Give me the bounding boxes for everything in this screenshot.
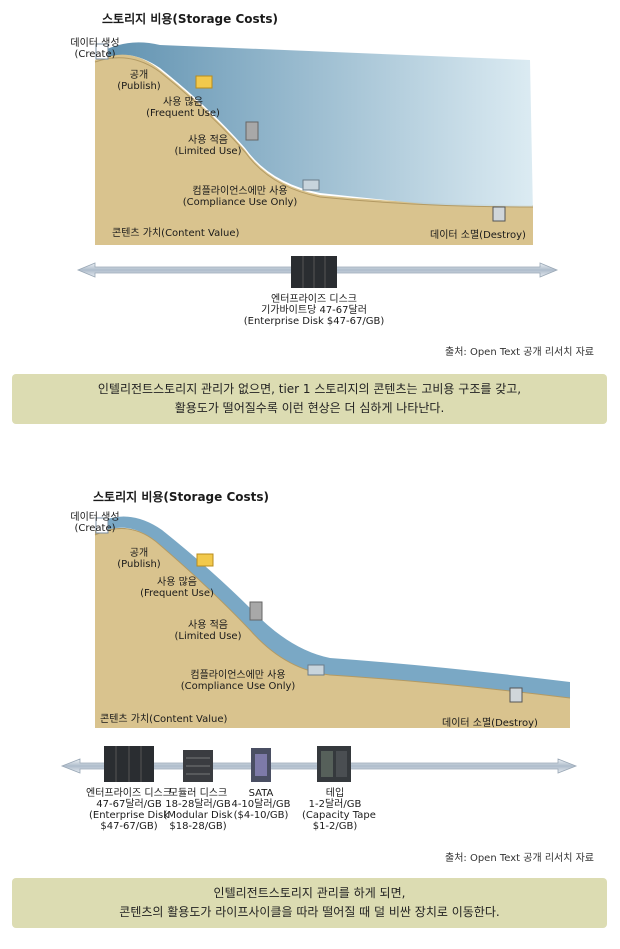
bottom-terrain-graphic — [60, 516, 578, 782]
stage-compliance-ko: 컴플라이언스에만 사용 — [192, 186, 288, 197]
device-line-3: ($4-10/GB) — [233, 810, 289, 821]
scale-icon — [302, 179, 320, 191]
stage-limited-en: (Limited Use) — [174, 631, 242, 642]
stage-compliance-ko: 컴플라이언스에만 사용 — [190, 670, 286, 681]
stage-publish-en: (Publish) — [117, 559, 161, 570]
stage-publish: 공개 (Publish) — [104, 70, 174, 92]
top-title: 스토리지 비용(Storage Costs) — [102, 12, 279, 26]
folder-icon — [195, 75, 213, 89]
stage-frequent-en: (Frequent Use) — [146, 108, 220, 119]
device-line-1: 모듈러 디스크 — [168, 788, 228, 799]
stage-publish-ko: 공개 — [129, 70, 149, 81]
stage-limited-en: (Limited Use) — [174, 146, 242, 157]
stage-frequent-ko: 사용 많음 — [157, 577, 197, 588]
device-line-1: 엔터프라이즈 디스크 — [271, 294, 357, 305]
top-source: 출처: Open Text 공개 리서치 자료 — [445, 347, 594, 358]
device-line-4: $47-67/GB) — [100, 821, 158, 832]
sata-label: SATA 4-10달러/GB ($4-10/GB) — [230, 788, 292, 821]
top-caption-line-2: 활용도가 떨어질수록 이런 현상은 더 심하게 나타난다. — [174, 401, 445, 415]
device-line-1: SATA — [248, 788, 274, 799]
document-icon — [95, 517, 109, 534]
stage-limited: 사용 적음 (Limited Use) — [168, 620, 248, 642]
tape-label: 테입 1-2달러/GB (Capacity Tape $1-2/GB) — [302, 788, 376, 832]
device-line-4: $18-28/GB) — [169, 821, 227, 832]
top-terrain-graphic — [76, 42, 559, 288]
stage-compliance-en: (Compliance Use Only) — [182, 197, 298, 208]
enterprise-disk-icon — [291, 256, 337, 288]
tape-library-icon — [317, 746, 351, 782]
document-icon — [95, 43, 109, 60]
device-line-1: 엔터프라이즈 디스크 — [86, 788, 172, 799]
bottom-diagram: 스토리지 비용(Storage Costs) 데이터 생성 (Create) 공… — [0, 470, 620, 949]
stage-create-ko: 데이터 생성 — [70, 38, 120, 49]
stage-create-ko: 데이터 생성 — [70, 512, 120, 523]
stage-limited-ko: 사용 적음 — [188, 135, 228, 146]
device-line-2: 47-67달러/GB — [96, 799, 162, 810]
stage-create: 데이터 생성 (Create) — [60, 38, 130, 60]
device-line-1: 테입 — [325, 788, 345, 799]
stage-frequent-ko: 사용 많음 — [163, 97, 203, 108]
bottom-caption: 인텔리전트스토리지 관리를 하게 되면, 콘텐츠의 활용도가 라이프사이클을 따… — [12, 878, 607, 928]
content-value-label: 콘텐츠 가치(Content Value) — [100, 714, 228, 725]
terrain-body — [95, 528, 570, 728]
bottom-title: 스토리지 비용(Storage Costs) — [93, 490, 270, 504]
content-value-label: 콘텐츠 가치(Content Value) — [112, 228, 240, 239]
filing-cabinet-icon — [249, 601, 263, 621]
stage-create-en: (Create) — [74, 49, 116, 60]
bottom-source: 출처: Open Text 공개 리서치 자료 — [445, 853, 594, 864]
device-line-3: (Capacity Tape — [302, 810, 376, 821]
modular-disk-label: 모듈러 디스크 18-28달러/GB (Modular Disk $18-28/… — [163, 788, 233, 832]
stage-limited: 사용 적음 (Limited Use) — [168, 135, 248, 157]
enterprise-disk-label: 엔터프라이즈 디스크 기가바이트당 47-67달러 (Enterprise Di… — [214, 294, 414, 327]
stage-compliance: 컴플라이언스에만 사용 (Compliance Use Only) — [170, 186, 310, 208]
stage-compliance-en: (Compliance Use Only) — [180, 681, 296, 692]
cost-layer — [100, 516, 570, 698]
device-line-4: $1-2/GB) — [312, 821, 358, 832]
bottom-caption-line-2: 콘텐츠의 활용도가 라이프사이클을 따라 떨어질 때 덜 비싼 장치로 이동한다… — [119, 905, 500, 919]
enterprise-disk-icon — [104, 746, 154, 782]
stage-publish: 공개 (Publish) — [104, 548, 174, 570]
filing-cabinet-icon — [245, 121, 259, 141]
stage-publish-ko: 공개 — [129, 548, 149, 559]
stage-publish-en: (Publish) — [117, 81, 161, 92]
device-line-2: 1-2달러/GB — [308, 799, 362, 810]
stage-create-en: (Create) — [74, 523, 116, 534]
device-line-2: 기가바이트당 47-67달러 — [261, 305, 367, 316]
stage-create: 데이터 생성 (Create) — [60, 512, 130, 534]
bottom-caption-line-1: 인텔리전트스토리지 관리를 하게 되면, — [213, 886, 406, 900]
top-caption: 인텔리전트스토리지 관리가 없으면, tier 1 스토리지의 콘텐츠는 고비용… — [12, 374, 607, 424]
destroy-label: 데이터 소멸(Destroy) — [442, 718, 538, 729]
stage-compliance: 컴플라이언스에만 사용 (Compliance Use Only) — [168, 670, 308, 692]
modular-disk-icon — [183, 750, 213, 782]
scale-icon — [307, 664, 325, 676]
top-diagram: 스토리지 비용(Storage Costs) 데이터 생성 (Create) 공… — [0, 0, 620, 440]
stage-limited-ko: 사용 적음 — [188, 620, 228, 631]
device-line-2: 4-10달러/GB — [231, 799, 291, 810]
stage-frequent-en: (Frequent Use) — [140, 588, 214, 599]
stage-frequent: 사용 많음 (Frequent Use) — [138, 97, 228, 119]
trash-can-icon — [492, 206, 506, 222]
trash-can-icon — [509, 687, 523, 703]
folder-icon — [196, 553, 214, 567]
enterprise-disk-label: 엔터프라이즈 디스크 47-67달러/GB (Enterprise Disk $… — [79, 788, 179, 832]
device-line-3: (Modular Disk — [163, 810, 233, 821]
top-caption-line-1: 인텔리전트스토리지 관리가 없으면, tier 1 스토리지의 콘텐츠는 고비용… — [97, 382, 522, 396]
sata-icon — [251, 748, 271, 782]
stage-frequent: 사용 많음 (Frequent Use) — [132, 577, 222, 599]
device-line-3: (Enterprise Disk — [89, 810, 169, 821]
device-line-3: (Enterprise Disk $47-67/GB) — [243, 316, 385, 327]
device-line-2: 18-28달러/GB — [165, 799, 231, 810]
destroy-label: 데이터 소멸(Destroy) — [430, 230, 526, 241]
